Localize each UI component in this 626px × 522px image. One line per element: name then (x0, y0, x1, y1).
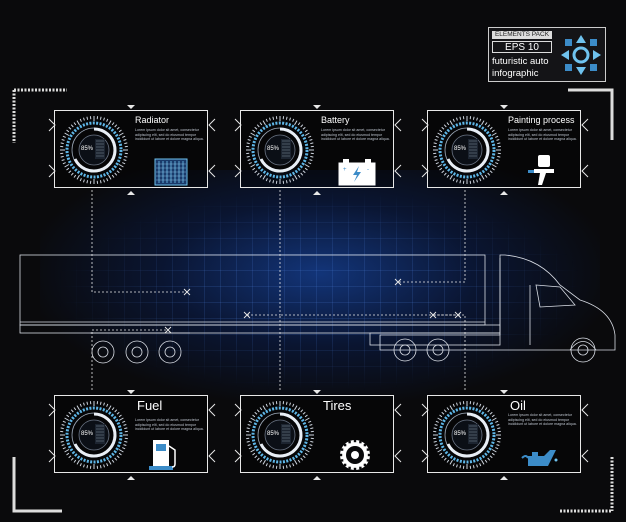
corner-bracket-top-left (12, 88, 67, 143)
badge-pack-label: ELEMENTS PACK (492, 31, 552, 39)
background-glow (40, 170, 600, 400)
elements-pack-badge: ELEMENTS PACK EPS 10 futuristic auto inf… (488, 27, 606, 82)
badge-eps-label: EPS 10 (492, 41, 552, 53)
oil-can-icon (521, 450, 558, 466)
badge-line-1: futuristic auto (492, 56, 549, 67)
corner-bracket-bottom-left (12, 457, 62, 513)
gauge-percent-text: 85% (454, 431, 467, 437)
gauge-percent-text: 85% (267, 146, 280, 152)
panel-description: Lorem ipsum dolor sit amet, consectetur … (508, 128, 577, 142)
gauge-percent-text: 85% (81, 431, 94, 437)
gauge-dial-icon: 85% (246, 401, 314, 469)
tire-icon (339, 439, 371, 470)
panel-title: Painting process (508, 115, 575, 125)
gauge-dial-icon: 85% (433, 116, 501, 184)
panel-title: Radiator (135, 115, 170, 125)
corner-bracket-top-right (568, 88, 614, 140)
panel-title: Battery (321, 115, 350, 125)
panel-title: Fuel (137, 398, 163, 413)
badge-line-2: infographic (492, 68, 539, 79)
fuel-pump-icon (149, 440, 176, 470)
hud-logo-icon (561, 35, 601, 75)
gauge-percent-text: 85% (267, 431, 280, 437)
panel-tires: 85%TiresLorem ipsum dolor sit amet, cons… (234, 390, 402, 480)
svg-text:+: + (343, 167, 347, 173)
spray-gun-icon (528, 155, 554, 185)
panel-description: Lorem ipsum dolor sit amet, consectetur … (508, 413, 577, 427)
svg-text:-: - (367, 167, 369, 173)
panel-description: Lorem ipsum dolor sit amet, consectetur … (135, 128, 204, 142)
panel-title: Tires (323, 398, 352, 413)
battery-icon: +- (338, 159, 376, 186)
gauge-percent-text: 85% (454, 146, 467, 152)
corner-bracket-bottom-right (560, 457, 614, 513)
gauge-dial-icon: 85% (246, 116, 314, 184)
gauge-dial-icon: 85% (60, 401, 128, 469)
panel-description: Lorem ipsum dolor sit amet, consectetur … (321, 128, 390, 142)
panel-description: Lorem ipsum dolor sit amet, consectetur … (135, 418, 204, 432)
gauge-dial-icon: 85% (60, 116, 128, 184)
panel-title: Oil (510, 398, 526, 413)
gauge-dial-icon: 85% (433, 401, 501, 469)
gauge-percent-text: 85% (81, 146, 94, 152)
radiator-icon (154, 158, 188, 186)
